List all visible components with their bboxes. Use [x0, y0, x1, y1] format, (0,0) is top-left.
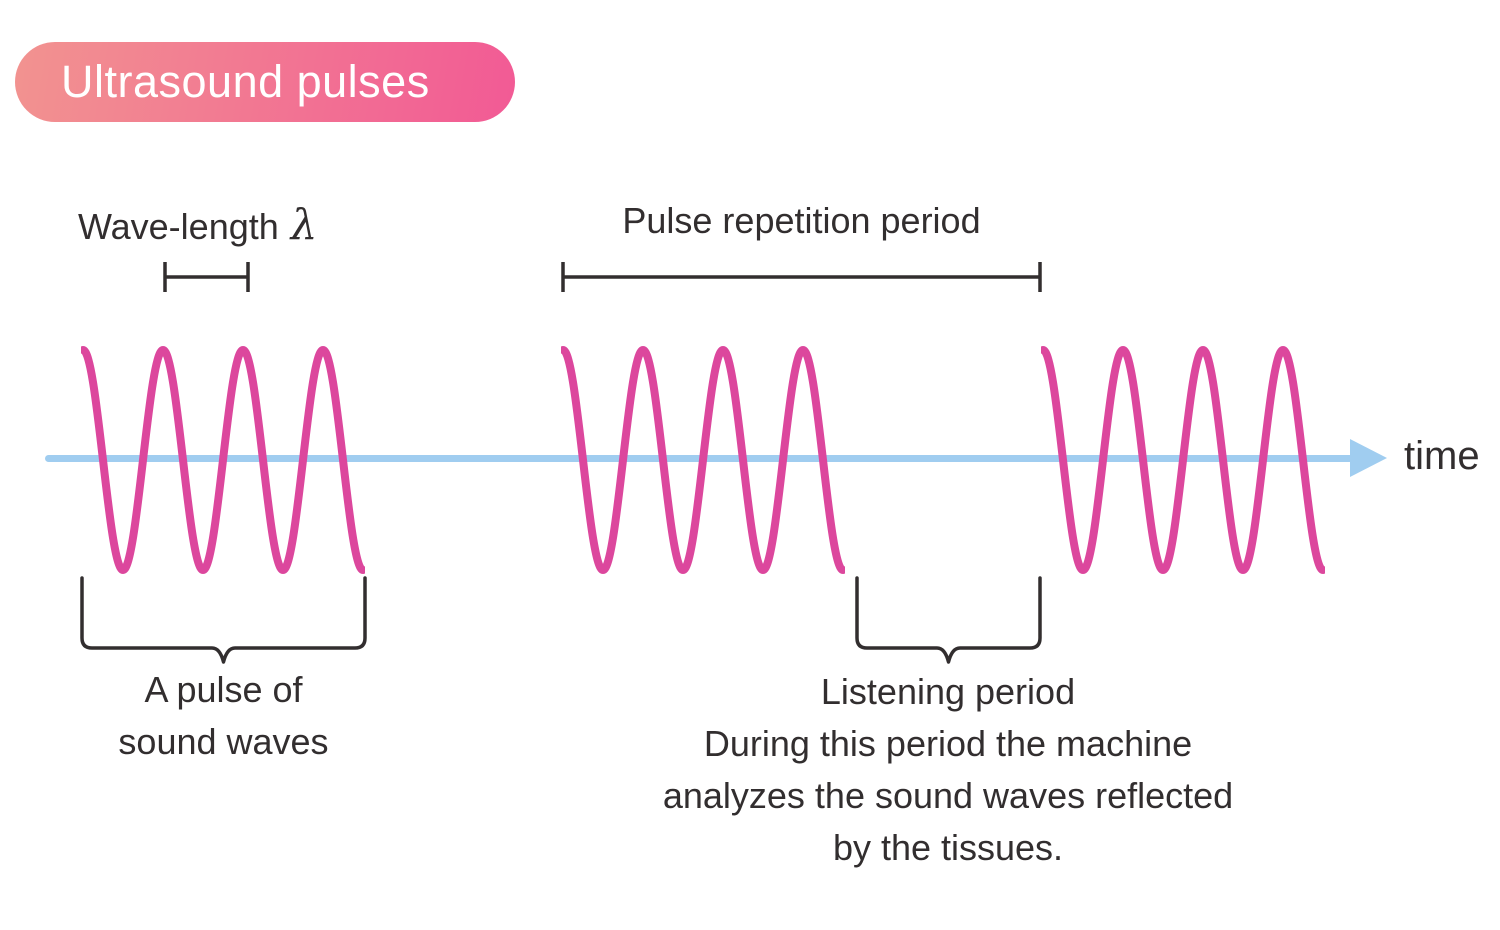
time-axis-line: [45, 455, 1353, 462]
caption-line: analyzes the sound waves reflected: [662, 775, 1234, 816]
caption-line: by the tissues.: [832, 827, 1064, 868]
pulse-repetition-label: Pulse repetition period: [622, 200, 981, 241]
pulse-caption: A pulse of sound waves: [63, 664, 384, 768]
wavelength-measure-bracket: [163, 262, 250, 292]
listening-caption: Listening period During this period the …: [588, 666, 1308, 874]
title-badge: Ultrasound pulses: [15, 42, 515, 122]
caption-line: A pulse of: [144, 669, 303, 710]
wavelength-label: Wave-length: [78, 206, 279, 247]
caption-line: During this period the machine: [703, 723, 1193, 764]
pulse-wave-3: [1041, 346, 1325, 574]
pulse-repetition-measure-bracket: [561, 262, 1042, 292]
title-badge-label: Ultrasound pulses: [61, 56, 430, 107]
listening-brace: [855, 576, 1042, 664]
caption-line: sound waves: [118, 721, 329, 762]
caption-line: Listening period: [820, 671, 1076, 712]
pulse-wave-1: [81, 346, 365, 574]
pulse-brace: [80, 576, 367, 664]
time-axis-label: time: [1404, 434, 1480, 478]
right-arrowhead-icon: [1350, 439, 1387, 477]
lambda-symbol: λ: [290, 200, 318, 249]
pulse-wave-2: [561, 346, 845, 574]
wavelength-annotation: Wave-length λ: [78, 200, 317, 249]
